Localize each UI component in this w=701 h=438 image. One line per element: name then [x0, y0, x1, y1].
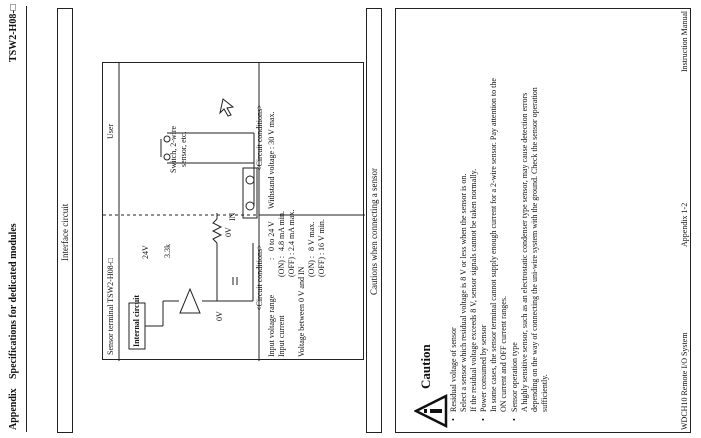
switch-contact-1 [163, 135, 171, 143]
spec-cond: (OFF) : [287, 252, 296, 277]
spec-value: 4.8 mA min. [277, 210, 286, 251]
right-column-title: User [106, 123, 115, 139]
caution-item-title: Power consumed by sensor [479, 324, 488, 412]
zero-v-left-label: 0V [215, 311, 224, 321]
cautions-heading: Cautions when connecting a sensor [369, 168, 379, 295]
spec-label: Voltage between 0 V and IN [297, 266, 306, 357]
interface-heading: Interface circuit [60, 203, 70, 261]
caution-bullet: • [479, 418, 488, 421]
spec-cond: (OFF) : [317, 252, 326, 277]
spec-value: 2.4 mA max. [287, 209, 296, 251]
header-appendix-label: Appendix [8, 388, 19, 430]
mouse-cursor-icon [219, 98, 235, 117]
spec-value: 16 V min. [317, 219, 326, 251]
left-column-title: Sensor terminal TSW2-H08-□ [106, 257, 115, 355]
spec-value: 8 V max. [307, 221, 316, 251]
circuit-diagram [103, 63, 365, 361]
warning-triangle-icon [414, 394, 448, 428]
header-model: TSW2-H08-□ [8, 4, 19, 62]
switch-label-1: Switch, 2-wire [169, 125, 178, 173]
caution-item-line: In some cases, the sensor terminal canno… [489, 78, 498, 412]
header-title: Specifications for dedicated modules [8, 223, 19, 379]
internal-circuit-label: Internal circuit [132, 294, 141, 347]
caution-item-line: ON current and OFF current ranges. [499, 296, 508, 412]
resistor-label: 3.3k [163, 244, 172, 258]
caution-item-title: Sensor operation type [510, 342, 519, 412]
caution-item-line: If the residual voltage exceeds 8 V, sen… [469, 168, 478, 412]
spec-value: 0 to 24 V [267, 221, 276, 251]
voltage-24-label: 24V [141, 245, 150, 259]
caution-item-line: Select a sensor which residual voltage i… [459, 173, 468, 412]
caution-title: Caution [418, 344, 433, 389]
terminal-block [242, 167, 258, 219]
cautions-heading-bar: Cautions when connecting a sensor [366, 8, 382, 433]
withstand-value: : 30 V max. [267, 111, 276, 149]
spec-label: Input current [277, 315, 286, 357]
terminal-in [245, 175, 255, 185]
footer-system: WDCH10 Remote I/O System [680, 332, 689, 430]
caution-item-line: sufficiently. [540, 374, 549, 412]
circuit-conditions-right: <Circuit conditions> [255, 104, 264, 171]
interface-diagram-frame: Sensor terminal TSW2-H08-□ User Internal… [102, 62, 365, 361]
caution-panel: Caution • Residual voltage of sensor Sel… [395, 8, 691, 433]
footer-page: Appendix 1-2 [680, 202, 689, 247]
zero-v-right-label: 0V [224, 227, 233, 237]
spec-cond: (ON) : [277, 255, 286, 277]
withstand-label: Withstand voltage [267, 150, 276, 209]
resistor-symbol [211, 218, 223, 244]
spec-cond: : [267, 257, 276, 260]
switch-label-2: sensor, etc. [179, 131, 188, 167]
in-terminal-label: IN [228, 212, 237, 221]
terminal-0v [245, 201, 255, 211]
spec-label: Input voltage range [267, 294, 276, 357]
caution-item-line: depending on the way of connecting the u… [530, 87, 539, 412]
caution-item-line: A highly sensitive sensor, such as an el… [520, 92, 529, 412]
interface-heading-bar: Interface circuit [57, 8, 73, 433]
spec-cond: (ON) : [307, 255, 316, 277]
caution-bullet: • [449, 418, 458, 421]
caution-item-title: Residual voltage of sensor [449, 327, 458, 412]
amplifier-symbol [179, 287, 201, 314]
footer-manual: Instruction Manual [680, 10, 689, 72]
caution-bullet: • [510, 418, 519, 421]
switch-contact-2 [163, 153, 171, 161]
circuit-conditions-left: <Circuit conditions> [255, 244, 264, 311]
header-rule [26, 6, 27, 432]
